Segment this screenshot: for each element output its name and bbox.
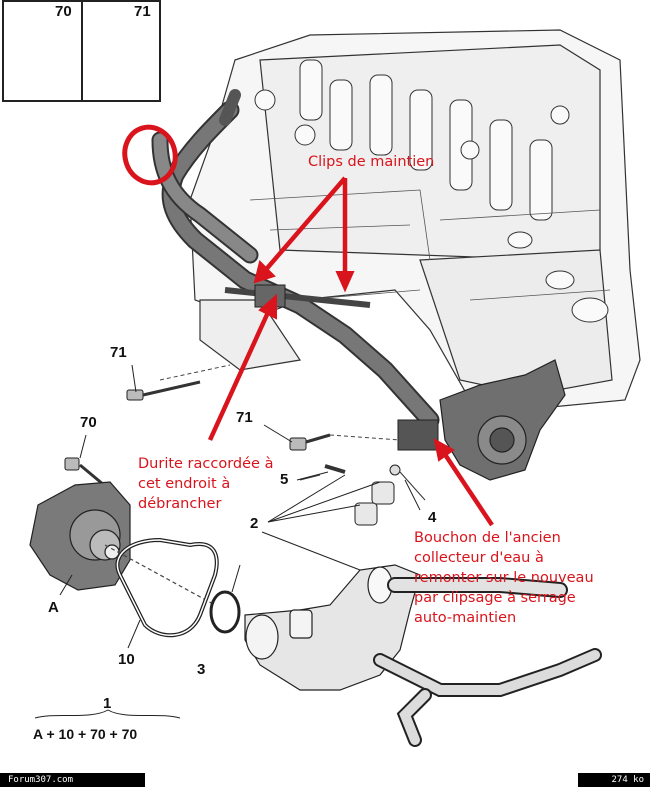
annotation-durite-line-3: débrancher [138, 496, 222, 512]
annotation-bouchon-line-3: remonter sur le nouveau [414, 570, 594, 586]
callout-A: A [48, 599, 59, 616]
water-outlet-housing [244, 564, 602, 747]
engine-detail-lines [249, 189, 611, 301]
engine-block [189, 29, 641, 411]
water-pump-mounted [439, 359, 566, 481]
callout-2: 2 [250, 515, 259, 532]
callout-5: 5 [280, 471, 289, 488]
annotation-durite-line-1: Durite raccordée à [138, 456, 274, 472]
footer-right-text: 274 ko [611, 775, 644, 785]
legend-ref-71: 71 [134, 3, 151, 20]
callout-71-left: 71 [110, 344, 127, 361]
annotation-bouchon-line-1: Bouchon de l'ancien [414, 530, 561, 546]
water-pump-A [29, 481, 216, 606]
footer-left-text: Forum307.com [8, 775, 74, 785]
connector-parts [354, 481, 395, 526]
annotation-clips: Clips de maintien [308, 154, 435, 170]
upper-coolant-hose [151, 89, 440, 451]
parts-legend-divider [81, 0, 83, 100]
footer-watermark-right: 274 ko [578, 773, 650, 787]
o-ring-3 [209, 590, 241, 634]
engine-cylinders [254, 59, 609, 323]
annotation-durite: Durite raccordée à cet endroit à débranc… [138, 454, 273, 514]
annotation-bouchon-line-2: collecteur d'eau à [414, 550, 544, 566]
annotation-bouchon-line-5: auto-maintien [414, 610, 517, 626]
gasket-10 [115, 537, 219, 638]
screw-71-center [289, 433, 401, 451]
callout-70: 70 [80, 414, 97, 431]
assembly-ref: 1 [103, 695, 112, 712]
screw-71-left [126, 364, 231, 401]
callout-10: 10 [118, 651, 135, 668]
red-annotation-marks [122, 124, 494, 527]
annotation-bouchon: Bouchon de l'ancien collecteur d'eau à r… [414, 528, 594, 628]
assembly-formula: A + 10 + 70 + 70 [33, 726, 138, 742]
annotation-durite-line-2: cet endroit à [138, 476, 231, 492]
legend-ref-70: 70 [55, 3, 72, 20]
leader-lines [34, 364, 421, 719]
clip-part-5 [299, 464, 346, 481]
footer-watermark-left: Forum307.com [0, 773, 145, 787]
callout-3: 3 [197, 661, 206, 678]
seal-part-4 [389, 464, 426, 501]
callout-71-center: 71 [236, 409, 253, 426]
callout-4: 4 [428, 509, 437, 526]
annotation-bouchon-line-4: par clipsage à serrage [414, 590, 576, 606]
